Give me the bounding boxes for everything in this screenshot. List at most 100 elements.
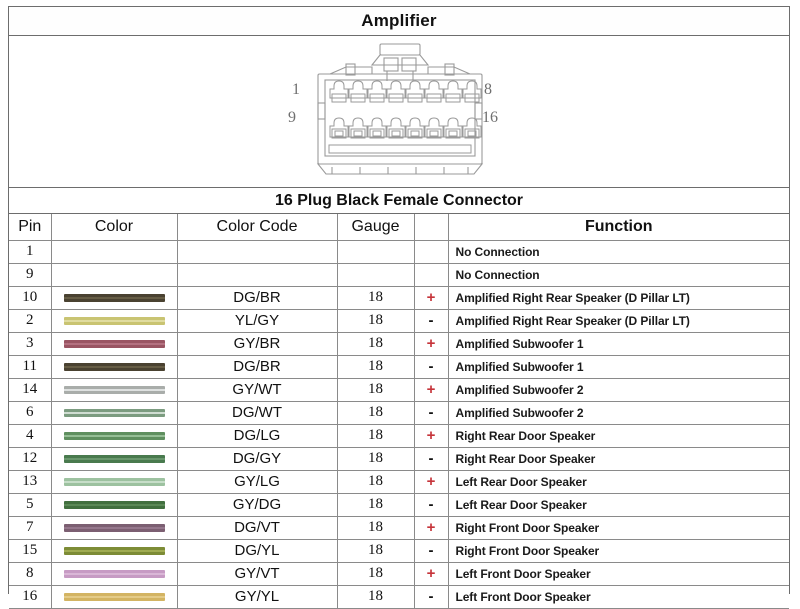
cell-polarity: +	[413, 377, 449, 402]
cell-wire-color	[50, 285, 178, 310]
cell-gauge: 18	[336, 561, 415, 586]
page-title: Amplifier	[361, 11, 437, 30]
cell-pin: 13	[9, 469, 52, 494]
cell-gauge: 18	[336, 308, 415, 333]
cell-color-code: DG/GY	[176, 446, 338, 471]
cell-wire-color	[50, 538, 178, 563]
cell-polarity: -	[413, 446, 449, 471]
cell-pin: 2	[9, 308, 52, 333]
cell-function: Amplified Subwoofer 2	[447, 377, 789, 402]
cell-gauge: 18	[336, 331, 415, 356]
cell-function: Amplified Subwoofer 2	[447, 400, 789, 425]
pin-label-bottom-left: 9	[288, 109, 296, 126]
cell-wire-color	[50, 262, 178, 287]
pin-label-bottom-right: 16	[482, 109, 498, 126]
cell-pin: 14	[9, 377, 52, 402]
wire-color-swatch	[63, 293, 165, 302]
cell-function: Right Front Door Speaker	[447, 538, 789, 563]
cell-polarity	[413, 240, 449, 264]
connector-table-title-band: 16 Plug Black Female Connector	[9, 187, 789, 214]
cell-gauge: 18	[336, 515, 415, 540]
cell-pin: 7	[9, 515, 52, 540]
cell-gauge: 18	[336, 469, 415, 494]
cell-color-code: GY/DG	[176, 492, 338, 517]
cell-color-code: DG/LG	[176, 423, 338, 448]
cell-color-code	[176, 240, 338, 264]
cell-wire-color	[50, 240, 178, 264]
cell-function: No Connection	[447, 240, 789, 264]
wire-tracer-stripe	[63, 388, 165, 391]
cell-function: Left Front Door Speaker	[447, 561, 789, 586]
wire-color-swatch	[63, 431, 165, 440]
wire-tracer-stripe	[63, 480, 165, 483]
cell-polarity: -	[413, 538, 449, 563]
cell-gauge	[336, 262, 415, 287]
cell-wire-color	[50, 377, 178, 402]
cell-gauge: 18	[336, 423, 415, 448]
column-header-gauge: Gauge	[336, 214, 415, 241]
cell-function: Amplified Right Rear Speaker (D Pillar L…	[447, 308, 789, 333]
column-header-polarity	[413, 214, 449, 241]
wire-color-swatch	[63, 523, 165, 532]
cell-polarity: +	[413, 423, 449, 448]
wire-color-swatch	[63, 454, 165, 463]
cell-polarity: +	[413, 515, 449, 540]
cell-function: Amplified Subwoofer 1	[447, 331, 789, 356]
cell-wire-color	[50, 446, 178, 471]
wire-tracer-stripe	[63, 411, 165, 414]
cell-gauge: 18	[336, 285, 415, 310]
cell-pin: 12	[9, 446, 52, 471]
cell-color-code: GY/WT	[176, 377, 338, 402]
wire-tracer-stripe	[63, 572, 165, 575]
wire-tracer-stripe	[63, 296, 165, 299]
connector-illustration: 1 8 9 16	[284, 41, 514, 181]
cell-function: Left Rear Door Speaker	[447, 469, 789, 494]
cell-gauge: 18	[336, 354, 415, 379]
wire-color-swatch	[63, 500, 165, 509]
cell-pin: 8	[9, 561, 52, 586]
connector-diagram-area: 1 8 9 16	[9, 36, 789, 187]
cell-wire-color	[50, 308, 178, 333]
cell-wire-color	[50, 584, 178, 609]
cell-pin: 5	[9, 492, 52, 517]
cell-wire-color	[50, 469, 178, 494]
wire-color-swatch	[63, 569, 165, 578]
table-row: 9 No Connection	[9, 262, 789, 287]
cell-function: Left Rear Door Speaker	[447, 492, 789, 517]
cell-gauge: 18	[336, 538, 415, 563]
cell-polarity: -	[413, 584, 449, 609]
cell-wire-color	[50, 515, 178, 540]
cell-pin: 4	[9, 423, 52, 448]
cell-gauge	[336, 240, 415, 264]
wire-color-swatch	[63, 362, 165, 371]
cell-gauge: 18	[336, 400, 415, 425]
cell-color-code: GY/YL	[176, 584, 338, 609]
cell-polarity: +	[413, 285, 449, 310]
wire-tracer-stripe	[63, 434, 165, 437]
cell-wire-color	[50, 561, 178, 586]
cell-pin: 9	[9, 262, 52, 287]
cell-polarity: +	[413, 331, 449, 356]
cell-function: Amplified Right Rear Speaker (D Pillar L…	[447, 285, 789, 310]
cell-pin: 11	[9, 354, 52, 379]
cell-function: Amplified Subwoofer 1	[447, 354, 789, 379]
wire-color-swatch	[63, 385, 165, 394]
cell-function: No Connection	[447, 262, 789, 287]
cell-function: Right Front Door Speaker	[447, 515, 789, 540]
wire-tracer-stripe	[63, 526, 165, 529]
cell-pin: 16	[9, 584, 52, 609]
